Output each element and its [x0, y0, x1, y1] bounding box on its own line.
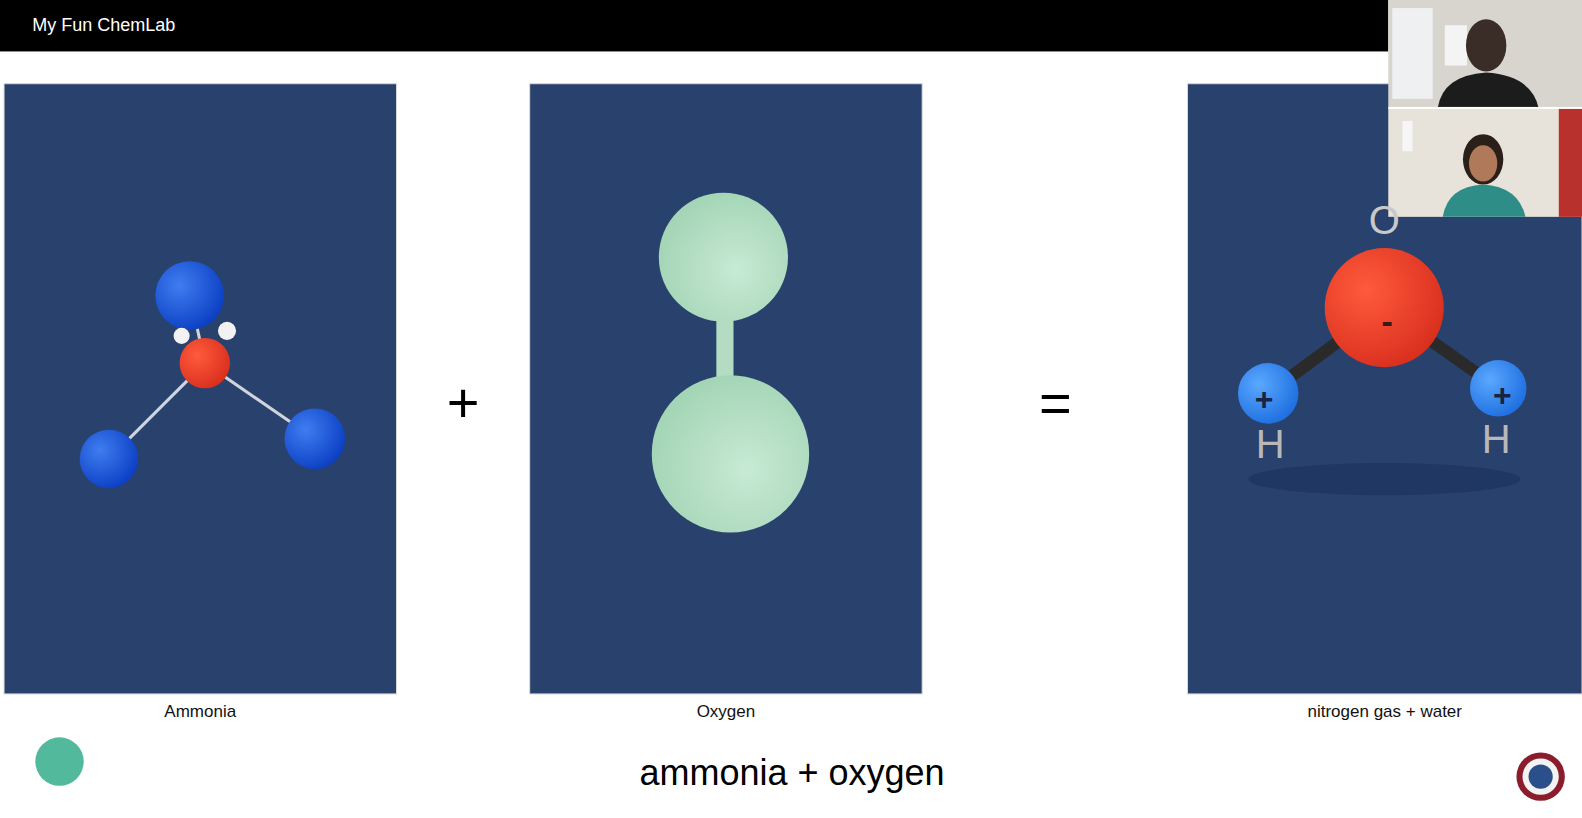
header-bar — [0, 0, 1388, 51]
slide-caption: ammonia + oxygen — [639, 755, 944, 791]
teal-dot — [35, 737, 83, 785]
water-model — [1238, 248, 1527, 495]
app-title: My Fun ChemLab — [32, 16, 175, 34]
molecule-panel: Oxygen — [530, 84, 922, 694]
ammonia-panel — [4, 84, 396, 694]
panel-caption: Ammonia — [164, 702, 236, 722]
molecule-panel: Ammonia — [4, 84, 396, 694]
molecule-panel: nitrogen gas + water — [1188, 84, 1582, 694]
charge-sign: - — [1382, 304, 1393, 338]
atom-letter: H — [1256, 424, 1285, 464]
oxygen-panel — [530, 84, 922, 694]
atom-letter: O — [1369, 200, 1400, 240]
water-panel — [1188, 84, 1582, 694]
charge-sign: + — [1493, 379, 1512, 411]
panel-caption: Oxygen — [697, 702, 756, 722]
charge-sign: + — [1255, 383, 1274, 415]
equals-sign: = — [1039, 375, 1072, 431]
university-logo — [1516, 752, 1564, 800]
webcam-thumbnails — [1388, 0, 1582, 217]
plus-sign: + — [447, 375, 480, 431]
oxygen-model — [652, 193, 809, 533]
atom-letter: H — [1482, 419, 1511, 459]
ammonia-model — [80, 261, 345, 488]
panel-caption: nitrogen gas + water — [1307, 702, 1462, 722]
